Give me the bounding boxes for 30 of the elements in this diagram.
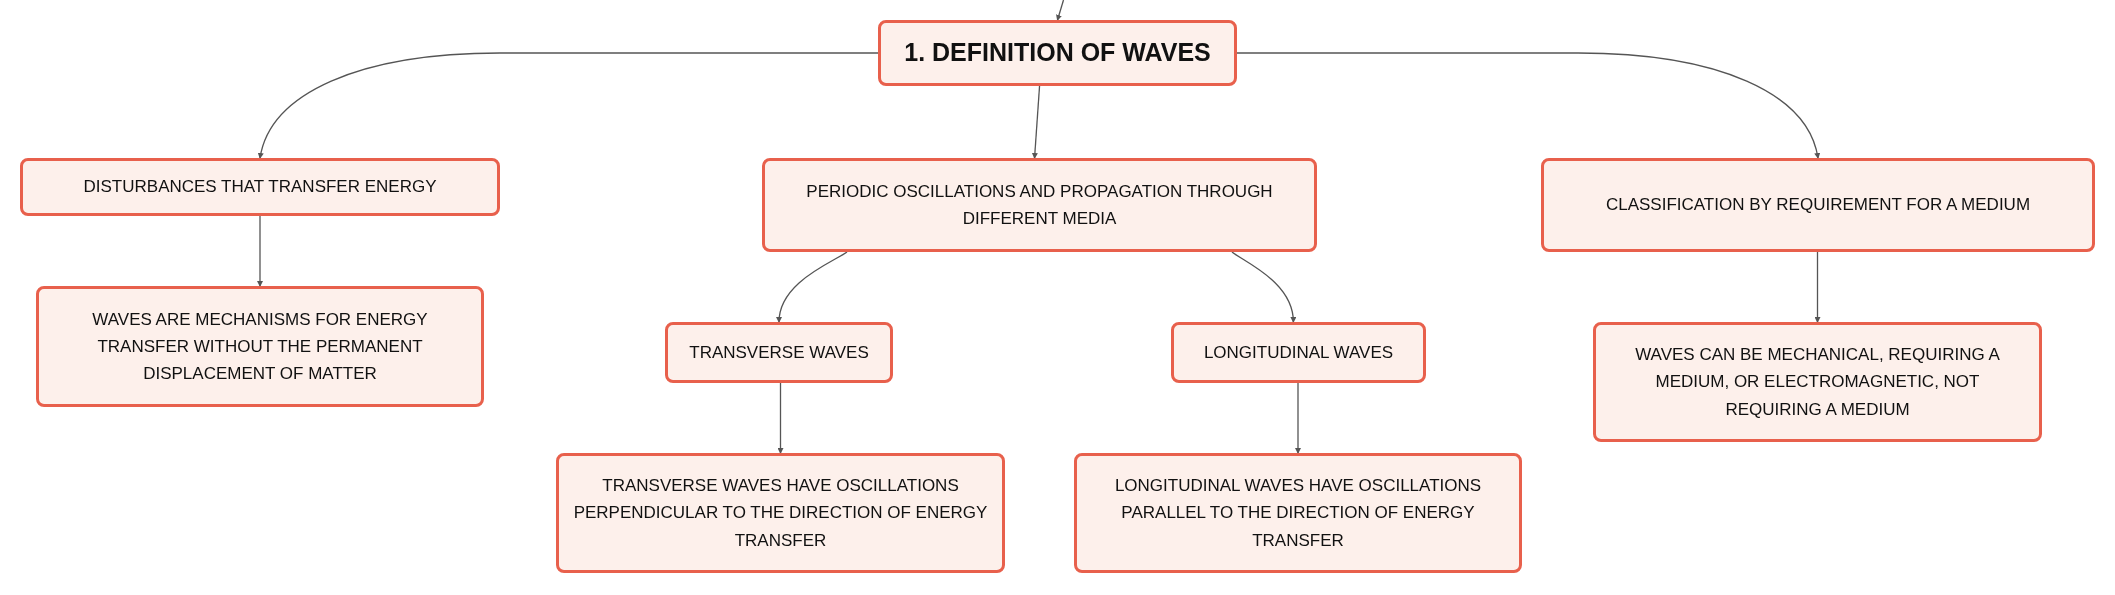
connector-line	[1295, 382, 1301, 454]
subtopic-box	[1541, 158, 2095, 252]
connector-line	[777, 382, 784, 454]
node-text: TRANSVERSE WAVES HAVE OSCILLATIONS PERPENDICULAR TO THE DIRECTION OF ENERGY TRANSFER	[572, 475, 989, 552]
node-text: TRANSVERSE WAVES	[689, 341, 869, 364]
topic-box	[878, 20, 1237, 86]
subtopic-box	[36, 286, 484, 407]
node-text: DISTURBANCES THAT TRANSFER ENERGY	[83, 176, 437, 199]
connector-line	[1056, 0, 1065, 21]
connector-line	[1814, 251, 1821, 323]
connector-line	[1236, 52, 1820, 159]
node-text: CLASSIFICATION BY REQUIREMENT FOR A MEDIUM	[1605, 194, 2031, 217]
node-text: WAVES ARE MECHANISMS FOR ENERGY TRANSFER WITHOUT THE PERMANENT DISPLACEMENT OF MATTER	[91, 308, 429, 386]
subtopic-box	[20, 158, 500, 216]
subtopic-box	[1074, 453, 1522, 573]
subtopic-box	[556, 453, 1005, 573]
connector-line	[1231, 251, 1296, 323]
node-text: LONGITUDINAL WAVES	[1203, 341, 1394, 364]
node-text: WAVES CAN BE MECHANICAL, REQUIRING A MEDIUM, OR ELECTROMAGNETIC, NOT REQUIRING A MEDIUM	[1634, 344, 2001, 421]
connector-line	[776, 251, 848, 323]
node-text: 1. DEFINITION OF WAVES	[904, 37, 1211, 69]
connector-line	[258, 52, 879, 159]
subtopic-box	[665, 322, 893, 383]
connector-line	[257, 215, 263, 287]
connector-line	[1031, 85, 1041, 159]
subtopic-box	[1593, 322, 2042, 442]
subtopic-box	[762, 158, 1317, 252]
node-text: PERIODIC OSCILLATIONS AND PROPAGATION THROUGH DIFFERENT MEDIA	[805, 180, 1274, 230]
subtopic-box	[1171, 322, 1426, 383]
node-text: LONGITUDINAL WAVES HAVE OSCILLATIONS PARALLEL TO THE DIRECTION OF ENERGY TRANSFER	[1113, 475, 1483, 552]
